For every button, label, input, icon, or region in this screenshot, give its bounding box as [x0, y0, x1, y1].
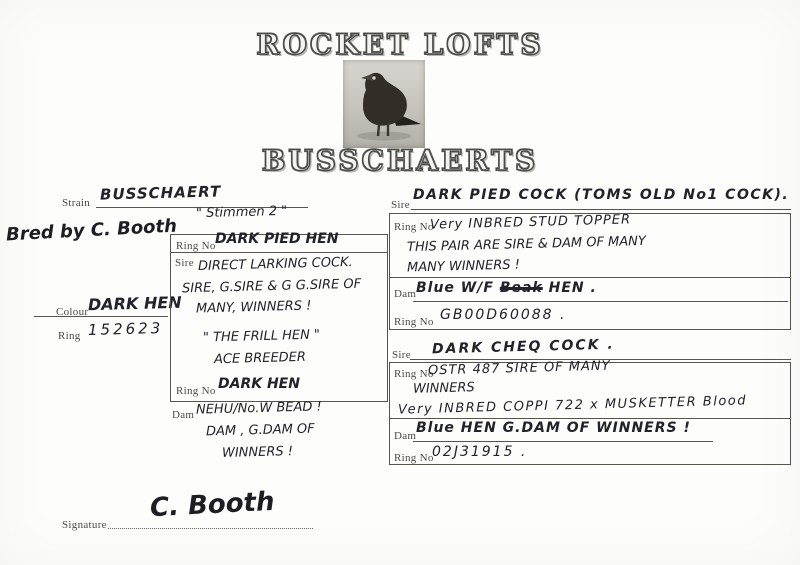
dampanel-sire-label: Sire	[392, 349, 411, 361]
colour-value: DARK HEN	[87, 292, 182, 315]
parents-panel-divider-top	[170, 252, 388, 253]
dampanel-dam-underline	[413, 441, 713, 442]
sirepanel-dam-value: Blue W/F Beak HEN .	[416, 281, 597, 295]
bird-name-note: " Stimmen 2 "	[195, 203, 288, 222]
parents-panel-box	[170, 234, 388, 402]
parents-dam-line2: DAM , G.DAM OF	[205, 421, 315, 440]
dampanel-box	[389, 362, 791, 465]
strain-value: BUSSCHAERT	[99, 182, 222, 204]
parents-note-line1: " THE FRILL HEN "	[202, 327, 321, 346]
colour-label: Colour	[56, 306, 89, 318]
parents-dam-line3: WINNERS !	[221, 444, 294, 461]
sirepanel-dam-pre: Blue W/F	[416, 280, 500, 296]
signature-label: Signature	[62, 519, 107, 531]
signature-value: C. Booth	[149, 486, 276, 524]
parents-ringno-label: Ring No	[176, 240, 216, 252]
sirepanel-sire-underline	[411, 209, 791, 210]
sirepanel-ringno2-value: GB00D60088 .	[440, 307, 567, 323]
sirepanel-box	[389, 213, 791, 330]
parents-sire-line3: MANY, WINNERS !	[195, 298, 312, 317]
sirepanel-ringno-label: Ring No	[394, 221, 434, 233]
dampanel-divider	[389, 418, 791, 419]
dampanel-ringno2-label: Ring No	[394, 452, 434, 464]
parents-sire-line1: DIRECT LARKING COCK.	[197, 254, 353, 275]
signature-line	[108, 528, 313, 529]
parents-note-line2: ACE BREEDER	[213, 349, 307, 368]
sirepanel-sire-label: Sire	[391, 199, 410, 211]
dampanel-sire-underline	[410, 359, 791, 360]
bred-by-note: Bred by C. Booth	[5, 215, 178, 246]
pigeon-photo	[343, 60, 425, 148]
dampanel-dam-value: Blue HEN G.DAM OF WINNERS !	[416, 420, 691, 436]
loft-title: ROCKET LOFTS	[256, 27, 544, 61]
parents-ringno-value: DARK PIED HEN	[215, 231, 339, 247]
sirepanel-dam-post: HEN .	[542, 280, 597, 296]
colour-underline	[34, 316, 168, 317]
sirepanel-ringno2-label: Ring No	[394, 316, 434, 328]
sirepanel-sire-value: DARK PIED COCK (TOMS OLD No1 COCK).	[413, 187, 790, 203]
sirepanel-divider	[389, 277, 791, 278]
dampanel-ringno-label: Ring No	[394, 368, 434, 380]
pigeon-silhouette	[357, 72, 421, 141]
dampanel-dam-label: Dam	[394, 430, 417, 442]
parents-dam-line1: NEHU/No.W BEAD !	[195, 399, 322, 418]
strain-label: Strain	[62, 197, 91, 209]
sirepanel-dam-label: Dam	[394, 288, 417, 300]
ring-value: 152623	[87, 319, 164, 339]
parents-ringno2-value: DARK HEN	[218, 376, 300, 392]
breed-title: BUSSCHAERTS	[261, 143, 539, 177]
sirepanel-dam-underline	[413, 301, 788, 302]
strain-underline	[96, 207, 308, 208]
sirepanel-dam-struck-word: Beak	[499, 280, 543, 296]
dampanel-ringno2-value: 02J31915 .	[432, 444, 528, 460]
dampanel-sire-value: DARK CHEQ COCK .	[431, 336, 615, 358]
parents-sire-label: Sire	[175, 257, 194, 269]
ring-label: Ring	[58, 330, 81, 342]
parents-ringno2-label: Ring No	[176, 385, 216, 397]
dampanel-ringno-line2: WINNERS	[412, 380, 475, 397]
parents-dam-label: Dam	[172, 409, 195, 421]
sirepanel-ringno-line3: MANY WINNERS !	[406, 257, 521, 276]
